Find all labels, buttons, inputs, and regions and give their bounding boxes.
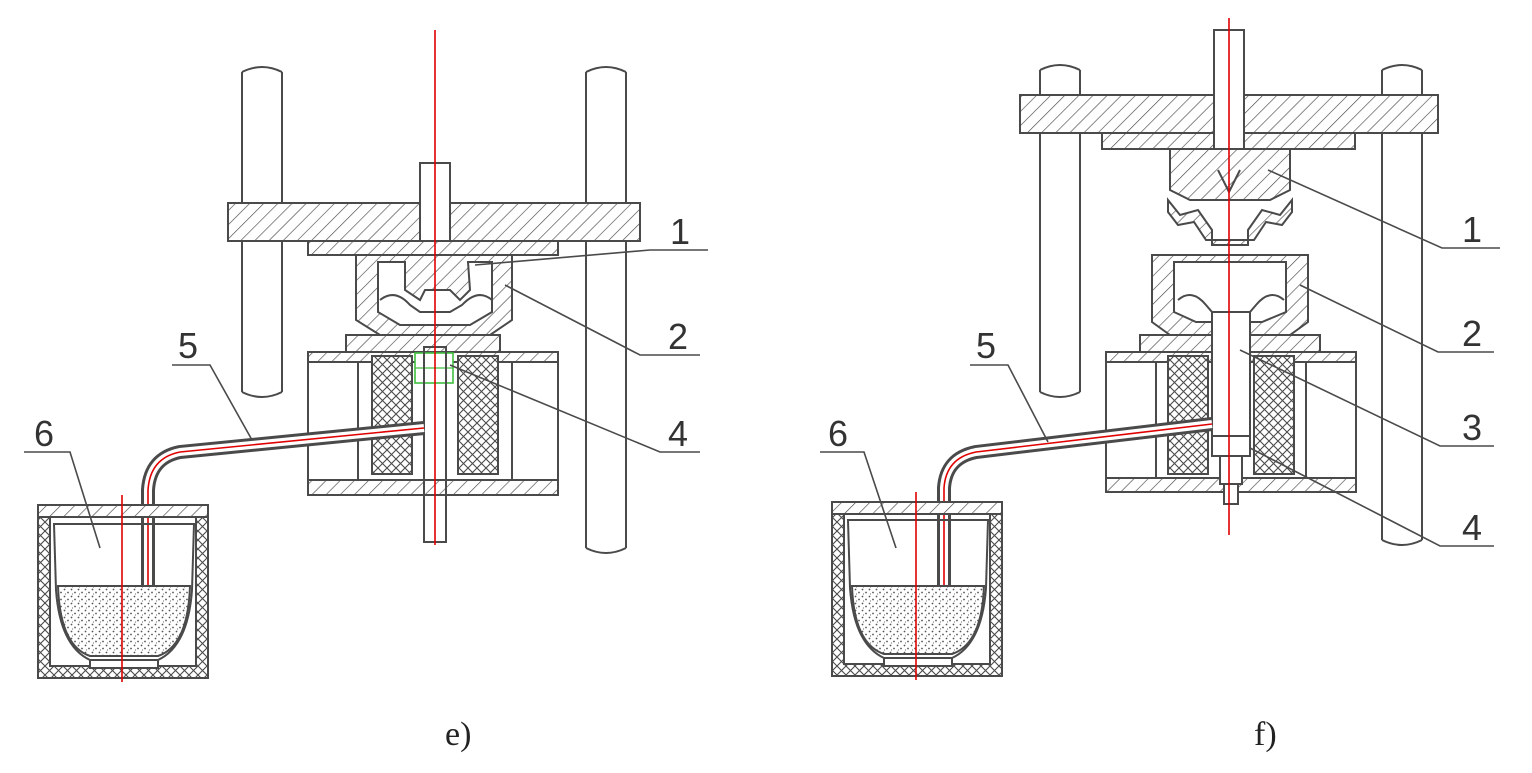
label-4: 4: [1462, 507, 1482, 548]
frame-column-right: [1381, 64, 1423, 546]
molten-metal: [56, 585, 192, 657]
leader-4: [449, 364, 700, 453]
label-3: 3: [1462, 407, 1482, 448]
insulation-left: [371, 355, 413, 475]
crucible-lid: [37, 504, 209, 518]
label-1: 1: [670, 211, 690, 252]
frame-column-right: [585, 66, 627, 554]
label-4: 4: [668, 413, 688, 454]
label-5: 5: [178, 325, 198, 366]
leader-1: [1267, 169, 1500, 249]
leader-2: [504, 284, 700, 356]
leader-3: [1239, 349, 1494, 447]
casing-bottom-wall: [307, 479, 559, 496]
caption-f: f): [1254, 716, 1277, 753]
plate-insert: [307, 240, 559, 256]
frame-column-left: [1039, 64, 1081, 398]
leader-5: [172, 364, 253, 441]
upper-die: [1169, 148, 1291, 201]
leader-4: [1249, 447, 1494, 547]
casting-f: [1167, 197, 1293, 246]
panel-f: 1 2 3 4 5 6: [820, 18, 1500, 680]
panel-e: 1 2 4 5 6: [24, 30, 708, 682]
stopper: [1211, 435, 1251, 457]
crucible-base: [883, 657, 953, 667]
caption-e: e): [445, 716, 472, 753]
label-1: 1: [1462, 209, 1482, 250]
plunger: [1211, 311, 1251, 437]
mold-cavity: [1177, 294, 1285, 313]
molten-metal: [850, 585, 986, 655]
crucible-base: [89, 659, 159, 669]
leader-5: [970, 364, 1049, 443]
crucible-lid: [831, 501, 1003, 515]
nut: [1219, 455, 1243, 485]
label-5: 5: [976, 325, 996, 366]
insulation-left: [1167, 355, 1209, 475]
leader-6: [820, 451, 897, 549]
label-2: 2: [668, 316, 688, 357]
leader-6: [24, 451, 101, 549]
leader-1: [474, 249, 708, 266]
label-2: 2: [1462, 313, 1482, 354]
feed-tube-centerline: [943, 423, 1213, 636]
leader-2: [1299, 284, 1494, 353]
label-6: 6: [828, 413, 848, 454]
feed-tube-centerline: [147, 427, 425, 636]
shaft-end: [1223, 483, 1239, 505]
insulation-right: [457, 355, 499, 475]
label-6: 6: [34, 413, 54, 454]
